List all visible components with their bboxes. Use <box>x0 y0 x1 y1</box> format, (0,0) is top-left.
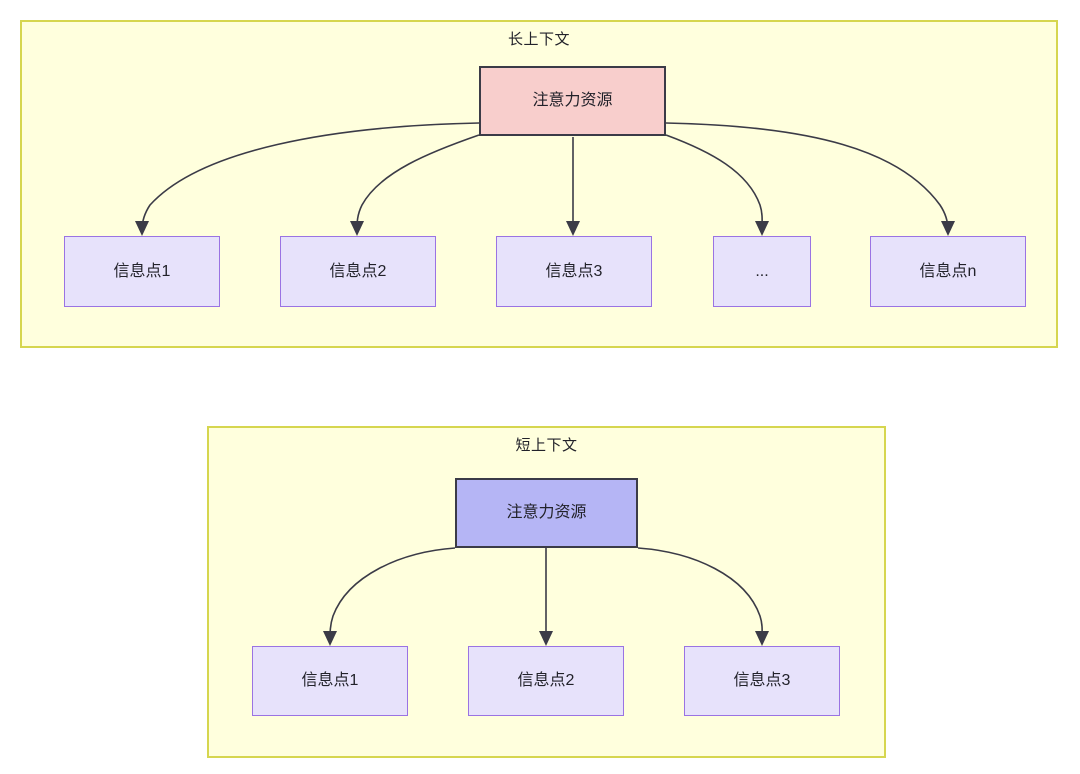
node-info-point-short-3-label: 信息点3 <box>733 672 791 689</box>
node-attention-resource-short[interactable]: 注意力资源 <box>455 478 638 548</box>
node-attention-resource-long-label: 注意力资源 <box>532 92 613 109</box>
node-info-point-short-2[interactable]: 信息点2 <box>468 646 624 716</box>
node-info-point-long-n-label: 信息点n <box>919 262 977 280</box>
node-attention-resource-long[interactable]: 注意力资源 <box>479 66 666 136</box>
node-info-point-long-3[interactable]: 信息点3 <box>496 236 652 307</box>
panel-long-context-title: 长上下文 <box>507 31 570 48</box>
panel-short-context-title: 短上下文 <box>515 437 578 454</box>
node-info-point-long-1-label: 信息点1 <box>113 262 171 280</box>
node-attention-resource-short-label: 注意力资源 <box>506 504 587 521</box>
node-info-point-long-ellipsis-label: ... <box>755 262 769 280</box>
node-info-point-short-1[interactable]: 信息点1 <box>252 646 408 716</box>
node-info-point-long-2[interactable]: 信息点2 <box>280 236 436 307</box>
node-info-point-short-2-label: 信息点2 <box>517 672 575 689</box>
node-info-point-long-n[interactable]: 信息点n <box>870 236 1026 307</box>
node-info-point-long-ellipsis[interactable]: ... <box>713 236 811 307</box>
node-info-point-long-1[interactable]: 信息点1 <box>64 236 220 307</box>
node-info-point-short-3[interactable]: 信息点3 <box>684 646 840 716</box>
node-info-point-short-1-label: 信息点1 <box>301 672 359 689</box>
node-info-point-long-2-label: 信息点2 <box>329 262 387 280</box>
node-info-point-long-3-label: 信息点3 <box>545 262 603 280</box>
